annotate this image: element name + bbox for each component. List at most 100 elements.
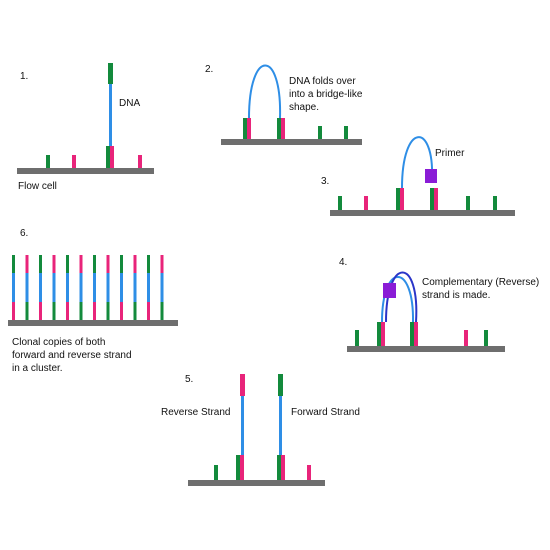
cluster-strand-dna (25, 273, 29, 302)
adapter-green (214, 465, 218, 480)
cluster-strand-dna (39, 273, 42, 302)
cluster-strand-top-adapter (66, 255, 69, 273)
cluster-strand (120, 255, 123, 320)
adapter-pink (381, 322, 385, 346)
cluster-strand-base-adapter (160, 302, 164, 320)
adapter-green (277, 455, 281, 480)
adapter-green (377, 322, 381, 346)
adapter-green (338, 196, 342, 210)
forward-strand-end-adapter-green (278, 374, 283, 396)
step-2-number: 2. (205, 64, 213, 75)
adapter-green (277, 118, 281, 139)
cluster-strand (133, 255, 137, 320)
adapter-green (344, 126, 348, 139)
cluster-strand-top-adapter (39, 255, 42, 273)
cluster-strand-base-adapter (133, 302, 137, 320)
adapter-green (243, 118, 247, 139)
primer-block (383, 283, 396, 298)
adapter-green (493, 196, 497, 210)
cluster-strand-base-adapter (25, 302, 29, 320)
adapter-pink (138, 155, 142, 168)
cluster-strand-dna (52, 273, 56, 302)
cluster-strand-dna (79, 273, 83, 302)
step-2-text-line-2: into a bridge-like (289, 89, 363, 100)
adapter-green (396, 188, 400, 210)
step-4-text-line-2: strand is made. (422, 290, 490, 301)
dna-strand (109, 84, 112, 146)
cluster-strand-base-adapter (106, 302, 110, 320)
flow-cell-label: Flow cell (18, 181, 57, 192)
cluster-strand-top-adapter (52, 255, 56, 273)
dna-end-adapter-green (108, 63, 113, 84)
cluster-strand-base-adapter (79, 302, 83, 320)
step-6-number: 6. (20, 228, 28, 239)
flow-cell-surface (330, 210, 515, 216)
cluster-strand-top-adapter (160, 255, 164, 273)
adapter-pink (364, 196, 368, 210)
adapter-pink (464, 330, 468, 346)
cluster-strand-base-adapter (93, 302, 96, 320)
cluster-strand-top-adapter (120, 255, 123, 273)
cluster-strand (39, 255, 42, 320)
cluster-strand-top-adapter (25, 255, 29, 273)
adapter-green (46, 155, 50, 168)
cluster-strand-base-adapter (52, 302, 56, 320)
step-6: 6. Clonal copies of both forward and rev… (8, 228, 178, 374)
adapter-pink (240, 455, 244, 480)
adapter-green (410, 322, 414, 346)
step-2-text-line-1: DNA folds over (289, 76, 356, 87)
adapter-green (318, 126, 322, 139)
adapter-pink (281, 455, 285, 480)
cluster-strand-base-adapter (12, 302, 15, 320)
cluster-strand-base-adapter (120, 302, 123, 320)
reverse-strand-label: Reverse Strand (161, 407, 230, 418)
adapter-pink (281, 118, 285, 139)
adapter-pink (110, 146, 114, 168)
step-4-number: 4. (339, 257, 347, 268)
cluster-strand (160, 255, 164, 320)
step-6-text-line-3: in a cluster. (12, 363, 63, 374)
step-3-number: 3. (321, 176, 329, 187)
flow-cell-surface (17, 168, 154, 174)
adapter-green (236, 455, 240, 480)
cluster-strand (147, 255, 150, 320)
dna-bridge-arc (248, 64, 282, 119)
flow-cell-surface (188, 480, 325, 486)
adapter-pink (434, 188, 438, 210)
cluster-strand (66, 255, 69, 320)
step-6-text-line-2: forward and reverse strand (12, 350, 132, 361)
step-2: 2. DNA folds over into a bridge-like sha… (205, 64, 363, 145)
cluster-strand (93, 255, 96, 320)
step-5: 5. Reverse Strand Forward Strand (161, 374, 360, 486)
forward-strand-label: Forward Strand (291, 407, 360, 418)
step-4: 4. Complementary (Reverse) strand is mad… (339, 257, 539, 352)
cluster-strand-top-adapter (79, 255, 83, 273)
complementary-strand-arc (385, 271, 418, 323)
reverse-strand-end-adapter-pink (240, 374, 245, 396)
step-6-text-line-1: Clonal copies of both (12, 337, 105, 348)
cluster-strand-dna (120, 273, 123, 302)
cluster-strand-dna (12, 273, 15, 302)
cluster-strand-top-adapter (12, 255, 15, 273)
cluster-strand (79, 255, 83, 320)
cluster-strand-base-adapter (66, 302, 69, 320)
flow-cell-surface (221, 139, 362, 145)
forward-strand (279, 396, 282, 455)
step-1-number: 1. (20, 71, 28, 82)
dna-original-arc (381, 276, 415, 323)
cluster-strand-dna (133, 273, 137, 302)
primer-block (425, 169, 437, 183)
cluster-strand-base-adapter (147, 302, 150, 320)
adapter-green (355, 330, 359, 346)
adapter-pink (400, 188, 404, 210)
step-3: 3. Primer (321, 136, 515, 216)
dna-bridge-arc (401, 136, 434, 189)
adapter-pink (414, 322, 418, 346)
step-1: 1. DNA Flow cell (17, 63, 154, 192)
flow-cell-surface (8, 320, 178, 326)
adapter-pink (72, 155, 76, 168)
cluster-strand (25, 255, 29, 320)
cluster-strand-top-adapter (147, 255, 150, 273)
cluster-strands (12, 255, 164, 320)
